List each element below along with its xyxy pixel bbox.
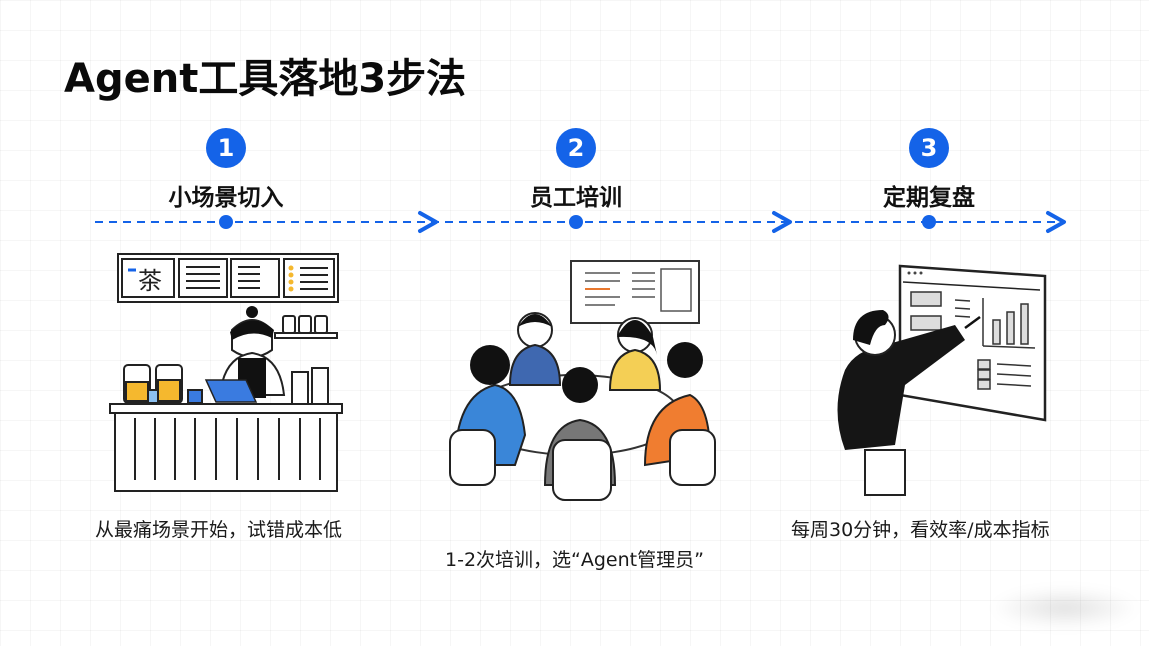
dot-icon xyxy=(922,215,936,229)
background-smudge xyxy=(990,588,1140,628)
step-3-header: 3 定期复盘 xyxy=(769,128,1089,212)
step-title: 员工培训 xyxy=(530,185,622,211)
dashboard-review-illustration xyxy=(837,264,1047,496)
step-3-description: 每周30分钟，看效率/成本指标 xyxy=(791,519,1050,541)
arrow-right-icon xyxy=(418,211,438,233)
step-2-description: 1-2次培训，选“Agent管理员” xyxy=(445,549,704,571)
dot-icon xyxy=(569,215,583,229)
arrow-right-icon xyxy=(1046,211,1066,233)
tea-shop-illustration: 茶 xyxy=(109,253,343,492)
arrow-right-icon xyxy=(772,211,792,233)
step-1-description: 从最痛场景开始，试错成本低 xyxy=(95,519,343,541)
team-meeting-illustration xyxy=(449,260,716,501)
step-number-badge: 1 xyxy=(206,128,246,168)
step-title: 小场景切入 xyxy=(168,185,284,211)
slide-title: Agent工具落地3步法 xyxy=(64,56,467,102)
dot-icon xyxy=(219,215,233,229)
step-title: 定期复盘 xyxy=(883,185,975,211)
tea-sign-text: 茶 xyxy=(138,267,162,295)
step-number-badge: 2 xyxy=(556,128,596,168)
step-2-header: 2 员工培训 xyxy=(416,128,736,212)
step-number-badge: 3 xyxy=(909,128,949,168)
step-1-header: 1 小场景切入 xyxy=(66,128,386,212)
timeline xyxy=(95,211,1066,233)
